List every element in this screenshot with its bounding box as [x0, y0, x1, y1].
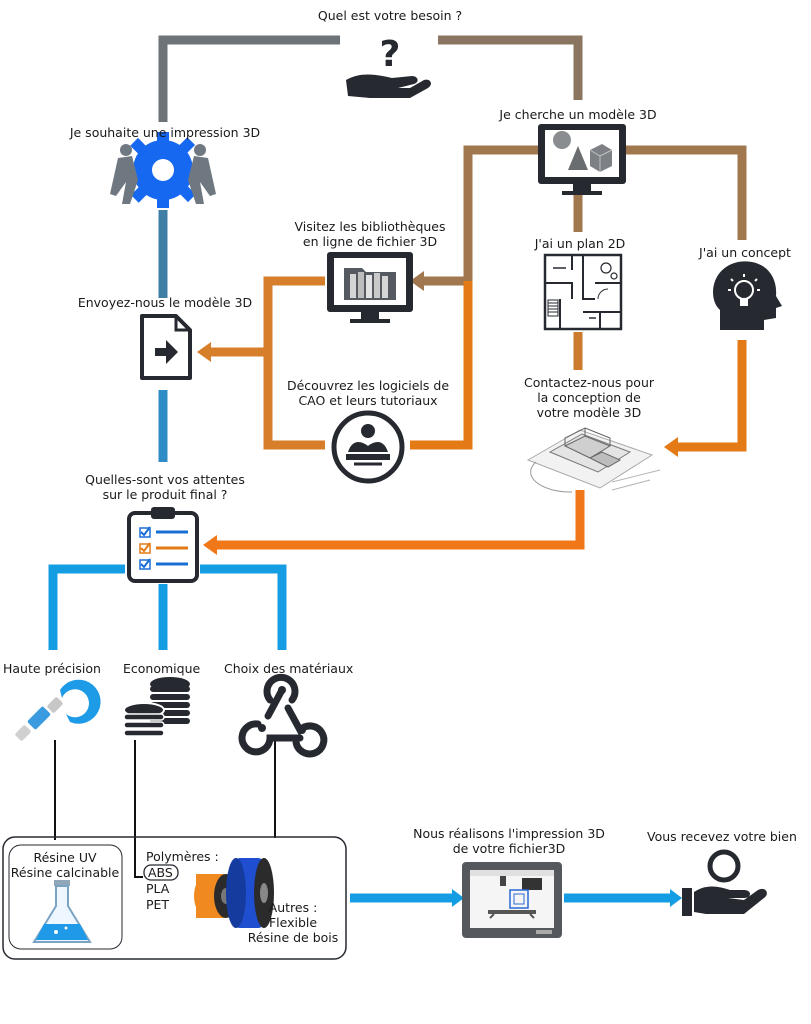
cao-label: Découvrez les logiciels de CAO et leurs …: [270, 378, 466, 408]
we-print-label: Nous réalisons l'impression 3D de votre …: [396, 826, 622, 856]
cao-label-line1: Découvrez les logiciels de: [286, 378, 450, 393]
high-precision-label: Haute précision: [3, 661, 101, 676]
arrowhead-to-hand: [670, 889, 682, 907]
filament-spools-icon: [194, 858, 274, 928]
svg-text:?: ?: [380, 34, 401, 75]
expectations-label-line2: sur le produit final ?: [102, 487, 228, 502]
polymer-abs-label: ABS: [148, 865, 173, 880]
gear-people-icon: [110, 132, 216, 208]
polymer-pet-label: PET: [146, 897, 170, 912]
contact-label: Contactez-nous pour la conception de vot…: [506, 375, 672, 420]
connector-expect-left: [48, 564, 125, 650]
head-lightbulb-icon: [713, 261, 782, 330]
materials-choice-label: Choix des matériaux: [224, 661, 354, 676]
library-label: Visitez les bibliothèques en ligne de fi…: [280, 219, 460, 249]
concept-label: J'ai un concept: [699, 245, 791, 260]
network-hook-icon: [238, 673, 328, 758]
contact-label-line3: votre modèle 3D: [536, 405, 642, 420]
micrometer-icon: [15, 679, 101, 741]
question-hand-icon: ?: [346, 34, 431, 98]
we-print-label-line2: de votre fichier3D: [452, 841, 566, 856]
others-label-line3: Résine de bois: [247, 930, 339, 945]
send-model-label: Envoyez-nous le modèle 3D: [77, 295, 253, 310]
architecture-3d-icon: [526, 427, 661, 493]
contact-label-line1: Contactez-nous pour: [523, 375, 655, 390]
resin-label-line1: Résine UV: [33, 850, 97, 865]
network-node-top: [278, 686, 286, 694]
connector-brown-to-library: [418, 145, 540, 286]
file-arrow-icon: [140, 314, 192, 380]
polymers-title-label: Polymères :: [146, 849, 219, 864]
expectations-label-line1: Quelles-sont vos attentes: [85, 472, 245, 487]
cao-label-line2: CAO et leurs tutoriaux: [298, 393, 438, 408]
connector-gray-right: [438, 35, 583, 100]
line-economic: [134, 740, 143, 878]
connector-concept-to-contact: [672, 340, 747, 452]
3d-printer-icon: [462, 862, 562, 938]
clipboard-checklist-icon: [127, 507, 199, 583]
economic-label: Economique: [123, 661, 201, 676]
network-node-right: [298, 726, 306, 734]
coin-stacks-icon: [123, 677, 190, 737]
connector-cao-up: [410, 281, 473, 450]
connector-gray-left: [158, 35, 340, 122]
others-label-line2: Flexible: [268, 915, 318, 930]
we-print-label-line1: Nous réalisons l'impression 3D: [413, 826, 605, 841]
contact-label-line2: la conception de: [537, 390, 641, 405]
library-label-line2: en ligne de fichier 3D: [302, 234, 438, 249]
connector-library-to-send: [263, 276, 325, 450]
library-label-line1: Visitez les bibliothèques: [294, 219, 446, 234]
connector-expect-right: [200, 564, 287, 650]
monitor-library-icon: [327, 252, 413, 323]
arrowhead-to-contact: [664, 437, 678, 457]
hand-coin-icon: [682, 849, 767, 916]
resin-box: [8, 844, 123, 950]
reading-person-icon: [331, 410, 405, 484]
receive-label: Vous recevez votre bien: [647, 829, 797, 844]
print-wish-label: Je souhaite une impression 3D: [69, 125, 261, 140]
question-label: Quel est votre besoin ?: [317, 8, 463, 23]
floor-plan-icon: [543, 253, 623, 331]
network-node-left: [258, 724, 266, 732]
abs-outline: [143, 864, 179, 881]
arrowhead-to-printer: [452, 889, 464, 907]
connector-contact-to-expect: [213, 490, 585, 550]
polymer-pla-label: PLA: [146, 881, 170, 896]
search-model-label: Je cherche un modèle 3D: [499, 107, 657, 122]
plan-2d-label: J'ai un plan 2D: [534, 236, 626, 251]
arrowhead-to-library: [410, 271, 424, 291]
others-label-line1: Autres :: [268, 900, 318, 915]
monitor-3d-shapes-icon: [538, 124, 626, 195]
resin-label: Résine UV Résine calcinable: [6, 850, 124, 880]
expectations-label: Quelles-sont vos attentes sur le produit…: [60, 472, 270, 502]
others-label: Autres : Flexible Résine de bois: [233, 900, 353, 945]
arrowhead-to-expect: [203, 535, 217, 555]
arrowhead-to-send: [197, 342, 211, 362]
flask-icon: [32, 880, 92, 943]
connector-brown-to-concept: [626, 145, 747, 240]
resin-label-line2: Résine calcinable: [10, 865, 120, 880]
materials-box: [2, 836, 347, 960]
